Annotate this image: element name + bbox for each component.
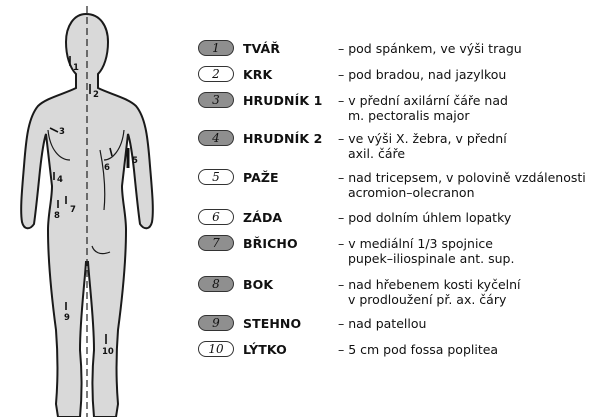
site-description: – 5 cm pod fossa poplitea	[338, 342, 600, 357]
site-number-badge: 10	[198, 341, 234, 357]
site-description: – nad hřebenem kosti kyčelní v prodlouže…	[338, 277, 600, 307]
site-description-line: m. pectoralis major	[338, 108, 600, 123]
site-description: – v mediální 1/3 spojnice pupek–iliospin…	[338, 236, 600, 266]
site-name: KRK	[243, 67, 272, 82]
site-description-line: – v přední axilární čáře nad	[338, 93, 600, 108]
figure-label-2: 2	[93, 90, 99, 100]
site-name: BOK	[243, 277, 273, 292]
figure-label-10: 10	[102, 347, 114, 357]
site-description-line: acromion–olecranon	[338, 185, 600, 200]
site-description-line: – nad patellou	[338, 316, 600, 331]
site-number-badge: 5	[198, 169, 234, 185]
site-description-line: – 5 cm pod fossa poplitea	[338, 342, 600, 357]
site-description: – ve výši X. žebra, v přední axil. čáře	[338, 131, 600, 161]
site-number-badge: 3	[198, 92, 234, 108]
site-description: – nad tricepsem, v polovině vzdálenosti …	[338, 170, 600, 200]
site-name: HRUDNÍK 2	[243, 131, 322, 146]
site-description-line: – v mediální 1/3 spojnice	[338, 236, 600, 251]
figure-label-8: 8	[54, 211, 60, 221]
site-number-badge: 1	[198, 40, 234, 56]
figure-label-6: 6	[104, 163, 110, 173]
figure-label-7: 7	[70, 205, 76, 215]
site-number-badge: 8	[198, 276, 234, 292]
figure-label-9: 9	[64, 313, 70, 323]
site-name: LÝTKO	[243, 342, 287, 357]
site-description: – pod spánkem, ve výši tragu	[338, 41, 600, 56]
site-name: PAŽE	[243, 170, 279, 185]
site-name: TVÁŘ	[243, 41, 280, 56]
site-description-line: – ve výši X. žebra, v přední	[338, 131, 600, 146]
site-description: – pod dolním úhlem lopatky	[338, 210, 600, 225]
figure-label-5: 5	[132, 156, 138, 166]
site-name: BŘICHO	[243, 236, 298, 251]
site-description: – pod bradou, nad jazylkou	[338, 67, 600, 82]
site-number-badge: 6	[198, 209, 234, 225]
site-description-line: – nad hřebenem kosti kyčelní	[338, 277, 600, 292]
site-description-line: v prodloužení př. ax. čáry	[338, 292, 600, 307]
site-number-badge: 4	[198, 130, 234, 146]
site-description-line: – pod spánkem, ve výši tragu	[338, 41, 600, 56]
site-description: – nad patellou	[338, 316, 600, 331]
site-description-line: pupek–iliospinale ant. sup.	[338, 251, 600, 266]
site-description-line: – pod dolním úhlem lopatky	[338, 210, 600, 225]
figure-label-3: 3	[59, 127, 65, 137]
site-number-badge: 7	[198, 235, 234, 251]
site-number-badge: 9	[198, 315, 234, 331]
figure-label-4: 4	[57, 175, 63, 185]
site-number-badge: 2	[198, 66, 234, 82]
site-description: – v přední axilární čáře nad m. pectoral…	[338, 93, 600, 123]
site-name: ZÁDA	[243, 210, 282, 225]
figure-label-1: 1	[73, 63, 79, 73]
site-description-line: – pod bradou, nad jazylkou	[338, 67, 600, 82]
site-description-line: axil. čáře	[338, 146, 600, 161]
site-name: STEHNO	[243, 316, 301, 331]
site-description-line: – nad tricepsem, v polovině vzdálenosti	[338, 170, 600, 185]
body-figure: 1 2 3 4 5 6 7 8 9 10	[0, 0, 180, 417]
site-name: HRUDNÍK 1	[243, 93, 322, 108]
